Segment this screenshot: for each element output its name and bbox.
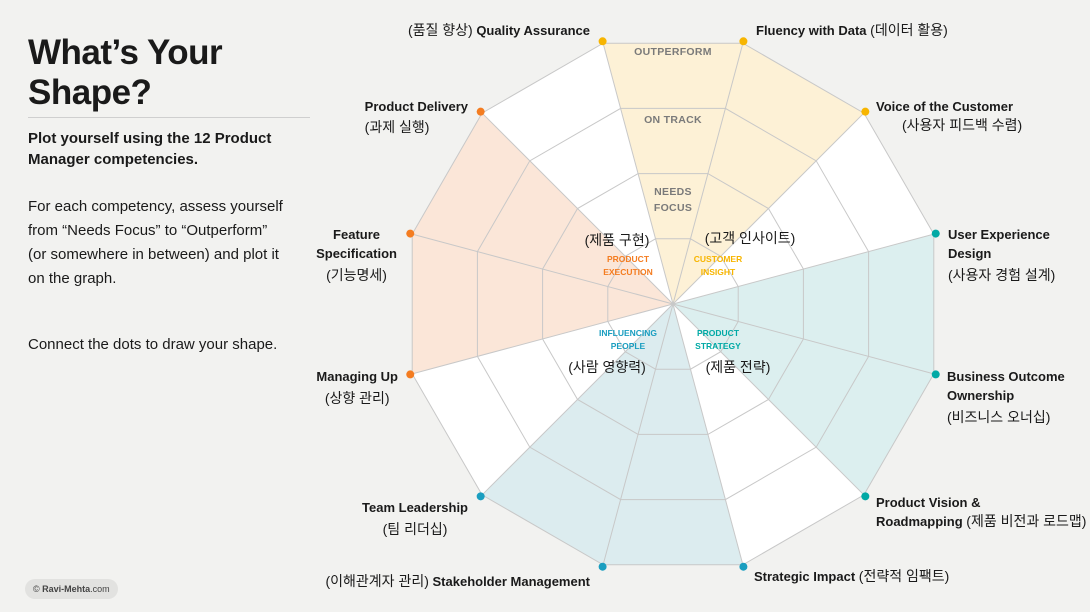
label-quality-assurance: (품질 향상) Quality Assurance <box>408 21 590 40</box>
competency-dot-12 <box>476 107 485 116</box>
delivery-ko: (과제 실행) <box>364 119 430 135</box>
ux-ko: (사용자 경험 설계) <box>948 267 1056 283</box>
grid-spoke-7 <box>672 303 744 565</box>
credit-tld: .com <box>90 584 110 594</box>
grid-spoke-12 <box>481 112 674 305</box>
stakeholder-ko: (이해관계자 관리) <box>325 573 429 589</box>
competency-dot-9 <box>476 492 485 501</box>
grid-spoke-11 <box>412 233 674 305</box>
copyright-icon: © <box>33 584 40 594</box>
influencing-label-2: PEOPLE <box>611 341 646 351</box>
strategy-label-1: PRODUCT <box>697 328 740 338</box>
fluency-ko: (데이터 활용) <box>870 22 948 38</box>
grid-spoke-6 <box>672 303 865 496</box>
label-business-outcome: Business Outcome Ownership (비즈니스 오너십) <box>947 367 1065 427</box>
credit-badge[interactable]: © Ravi-Mehta.com <box>25 579 118 599</box>
grid-spoke-2 <box>672 43 744 305</box>
competency-dot-10 <box>406 370 415 379</box>
ring-outperform: OUTPERFORM <box>634 46 712 58</box>
voice-en: Voice of the Customer <box>876 99 1014 114</box>
insight-ko-label: (고객 인사이트) <box>705 230 796 246</box>
title-line-2: Shape? <box>28 73 152 112</box>
insight-label-1: CUSTOMER <box>694 254 743 264</box>
vision-en-2: Roadmapping <box>876 514 963 529</box>
voice-ko: (사용자 피드백 수렴) <box>902 117 1023 133</box>
delivery-en: Product Delivery <box>364 99 468 114</box>
fluency-en: Fluency with Data <box>756 23 867 38</box>
execution-ko-label: (제품 구현) <box>585 232 650 248</box>
managing-ko: (상향 관리) <box>324 390 390 406</box>
execution-label-1: PRODUCT <box>607 254 650 264</box>
ux-en-1: User Experience <box>948 227 1050 242</box>
business-en-1: Business Outcome <box>947 369 1065 384</box>
feature-en-2: Specification <box>316 246 397 261</box>
label-team-leadership: Team Leadership (팀 리더십) <box>362 498 468 539</box>
ring-needs: NEEDS <box>654 186 692 198</box>
label-strategic-impact: Strategic Impact (전략적 임팩트) <box>754 567 949 586</box>
business-en-2: Ownership <box>947 388 1015 403</box>
label-managing-up: Managing Up (상향 관리) <box>316 367 398 408</box>
competency-dot-6 <box>861 492 870 501</box>
grid-spoke-9 <box>481 303 674 496</box>
ring-on-track: ON TRACK <box>644 114 702 126</box>
team-en: Team Leadership <box>362 500 468 515</box>
insight-label-2: INSIGHT <box>701 267 736 277</box>
managing-en: Managing Up <box>316 369 398 384</box>
grid-spoke-8 <box>602 303 674 565</box>
grid-spoke-10 <box>412 303 674 375</box>
subtitle: Plot yourself using the 12 Product Manag… <box>28 130 272 168</box>
ux-en-2: Design <box>948 246 992 261</box>
quality-ko: (품질 향상) <box>407 22 473 38</box>
label-voice-of-customer: Voice of the Customer (사용자 피드백 수렴) <box>876 97 1022 135</box>
competency-dot-11 <box>406 229 415 238</box>
description: For each competency, assess yourself fro… <box>28 198 283 287</box>
description-connect: Connect the dots to draw your shape. <box>28 336 278 353</box>
label-stakeholder-management: (이해관계자 관리) Stakeholder Management <box>326 572 591 591</box>
strategy-label-2: STRATEGY <box>695 341 741 351</box>
stakeholder-en: Stakeholder Management <box>432 574 591 589</box>
page-title: What’s Your Shape? <box>28 33 223 113</box>
strategy-ko-label: (제품 전략) <box>706 359 771 375</box>
vision-ko: (제품 비전과 로드맵) <box>966 513 1087 529</box>
grid-spoke-5 <box>672 303 934 375</box>
grid-spoke-1 <box>602 43 674 305</box>
grid-spoke-3 <box>672 112 865 305</box>
radar-points <box>406 37 940 571</box>
competency-dot-8 <box>598 562 607 571</box>
execution-label-2: EXECUTION <box>603 267 653 277</box>
feature-en-1: Feature <box>333 227 381 242</box>
credit-name: Ravi-Mehta <box>42 584 91 594</box>
competency-dot-3 <box>861 107 870 116</box>
label-feature-specification: Feature Specification (기능명세) <box>316 225 397 285</box>
competency-dot-5 <box>931 370 940 379</box>
label-fluency-with-data: Fluency with Data (데이터 활용) <box>756 21 948 40</box>
influencing-ko-label: (사람 영향력) <box>568 359 646 375</box>
business-ko: (비즈니스 오너십) <box>947 409 1051 425</box>
feature-ko: (기능명세) <box>326 267 387 283</box>
label-product-vision: Product Vision & Roadmapping (제품 비전과 로드맵… <box>876 493 1086 531</box>
quality-en: Quality Assurance <box>476 23 590 38</box>
strategic-ko: (전략적 임팩트) <box>858 568 950 584</box>
grid-spoke-4 <box>672 233 934 305</box>
competency-dot-4 <box>931 229 940 238</box>
competency-dot-1 <box>598 37 607 46</box>
label-user-experience: User Experience Design (사용자 경험 설계) <box>948 225 1055 285</box>
competency-dot-7 <box>739 562 748 571</box>
team-ko: (팀 리더십) <box>382 521 448 537</box>
influencing-label-1: INFLUENCING <box>599 328 657 338</box>
title-line-1: What’s Your <box>28 33 223 72</box>
label-product-delivery: Product Delivery (과제 실행) <box>365 97 468 137</box>
divider <box>28 117 310 118</box>
ring-focus: FOCUS <box>654 202 692 214</box>
vision-en-1: Product Vision & <box>876 495 981 510</box>
competency-dot-2 <box>739 37 748 46</box>
strategic-en: Strategic Impact <box>754 569 856 584</box>
